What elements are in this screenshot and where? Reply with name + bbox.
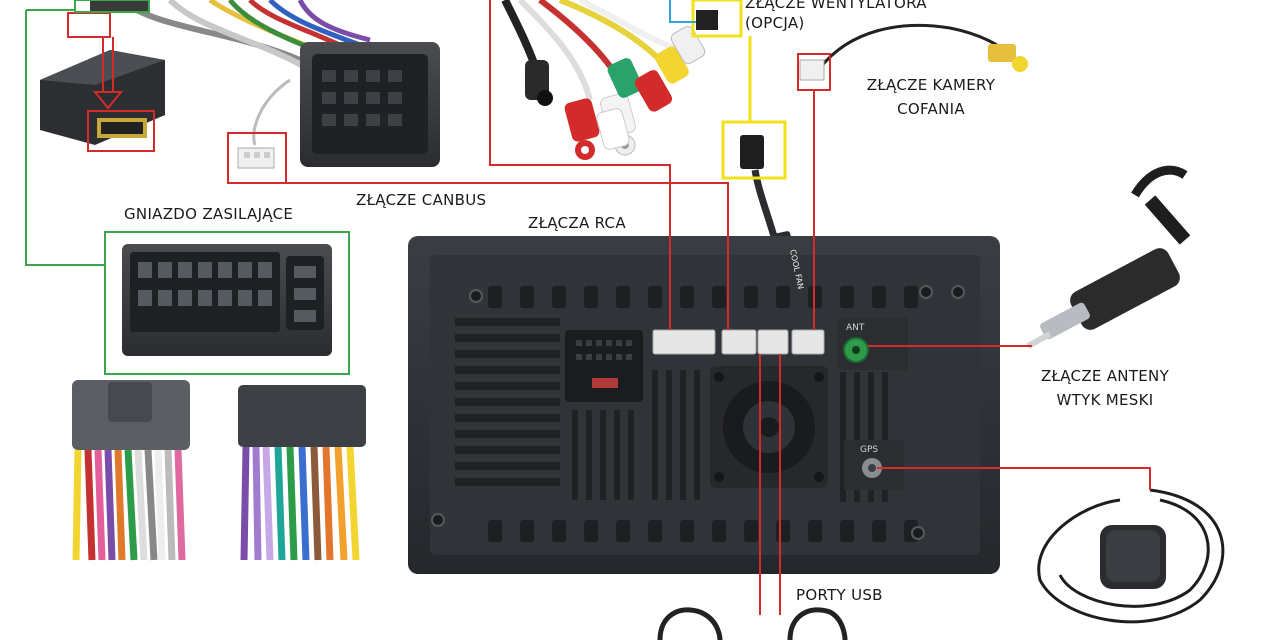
antenna-label-line2: WTYK MESKI [1056, 391, 1154, 409]
gps-antenna [1037, 488, 1225, 624]
usb-ports-label: PORTY USB [796, 586, 883, 604]
canbus-label: ZŁĄCZE CANBUS [356, 191, 487, 209]
harness-plug-left [72, 380, 190, 561]
canbus-micro-connector [237, 147, 275, 169]
callouts-green [25, 0, 350, 375]
fan-connector-label-line1: ZŁĄCZE WENTYLATORA [745, 0, 927, 12]
camera-connector-label-line1: ZŁĄCZE KAMERY [866, 76, 996, 94]
camera-connector-label-line2: COFANIA [897, 100, 965, 118]
power-socket-plug [122, 244, 332, 356]
camera-cable [799, 23, 1028, 81]
callouts-yellow [691, 0, 787, 180]
rca-label: ZŁĄCZA RCA [528, 214, 626, 232]
fan-connector-label-line2: (OPCJA) [745, 14, 805, 32]
callouts-blue [669, 0, 696, 23]
canbus-plug [300, 42, 440, 167]
antenna-plug [1026, 165, 1191, 349]
callouts-red [67, 0, 1151, 615]
iso-harness-top [90, 0, 371, 146]
gps-port-label: GPS [860, 445, 878, 455]
ant-port-label: ANT [846, 323, 865, 333]
power-socket-label: GNIAZDO ZASILAJĄCE [124, 205, 294, 223]
usb-cables [657, 607, 848, 641]
head-unit-rear [408, 236, 1000, 574]
antenna-label-line1: ZŁĄCZE ANTENY [1040, 367, 1170, 385]
rca-cable-bundle [501, 0, 706, 160]
harness-plug-right [238, 385, 366, 561]
